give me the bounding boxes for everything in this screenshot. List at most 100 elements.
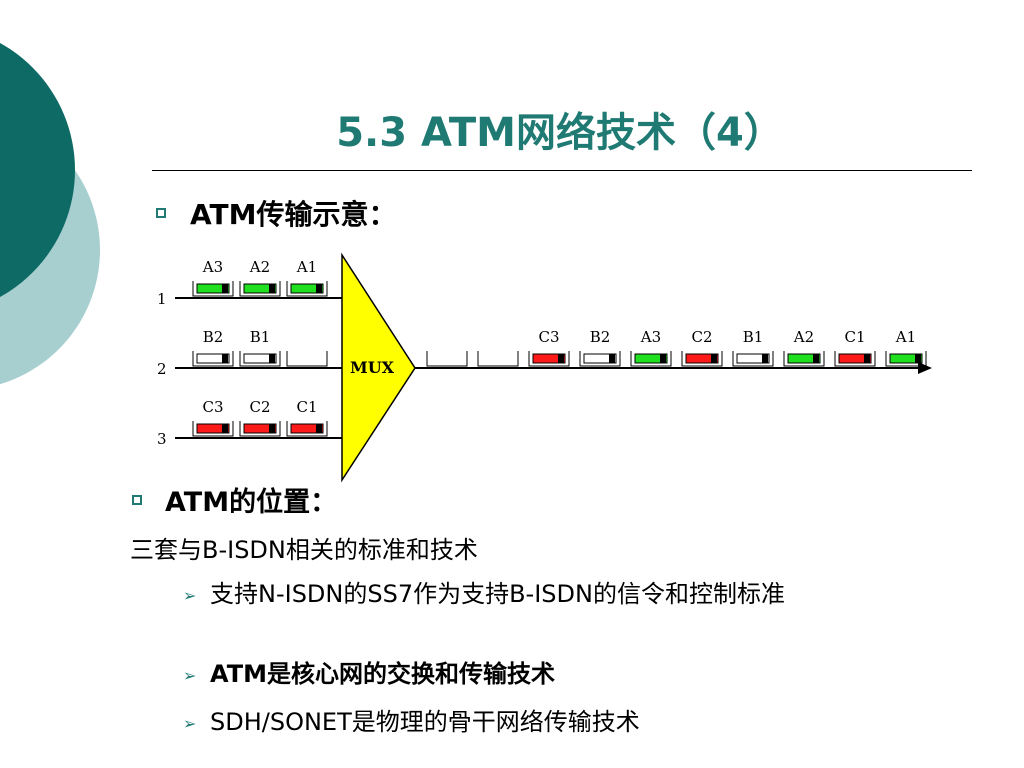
atm-cell (426, 351, 468, 367)
arrowhead-bullet-icon: ➢ (183, 666, 197, 685)
arrowhead-bullet-icon: ➢ (183, 714, 197, 733)
atm-cell: C3 (192, 398, 234, 437)
cell-frame (286, 421, 328, 437)
square-bullet-icon (156, 208, 166, 218)
cell-payload (787, 353, 821, 364)
atm-cell: A3 (630, 328, 672, 367)
cell-header (711, 354, 717, 363)
cell-header (316, 284, 322, 293)
cell-header (269, 284, 275, 293)
cell-payload (196, 353, 230, 364)
cell-frame (192, 281, 234, 297)
cell-header (864, 354, 870, 363)
cell-frame (192, 421, 234, 437)
list-item-atm: ATM是核心网的交换和传输技术 (210, 660, 555, 688)
atm-cell: C1 (834, 328, 876, 367)
input-line-number: 1 (157, 290, 167, 308)
cell-label: B2 (203, 328, 224, 346)
cell-payload (532, 353, 566, 364)
atm-cell: B1 (239, 328, 281, 367)
cell-frame (239, 351, 281, 367)
cell-frame (192, 351, 234, 367)
cell-frame (732, 351, 774, 367)
slide-title: 5.3 ATM网络技术（4） (336, 110, 784, 156)
cell-label: C3 (538, 328, 559, 346)
list-item-ss7: 支持N-ISDN的SS7作为支持B-ISDN的信令和控制标准 (210, 580, 785, 608)
decorative-circles (0, 43, 100, 385)
square-bullet-icon (132, 495, 142, 505)
cell-header (269, 354, 275, 363)
cell-frame (783, 351, 825, 367)
atm-cell: A2 (239, 258, 281, 297)
cell-label: B2 (590, 328, 611, 346)
cell-frame (286, 351, 328, 367)
cell-frame (681, 351, 723, 367)
cell-label: A3 (640, 328, 661, 346)
atm-cell: B1 (732, 328, 774, 367)
atm-cell: A1 (885, 328, 927, 367)
cell-payload (243, 353, 277, 364)
atm-cell: A2 (783, 328, 825, 367)
cell-frame (477, 351, 519, 367)
arrowhead-bullet-icon: ➢ (183, 586, 197, 605)
atm-cell: C2 (239, 398, 281, 437)
cell-label: B1 (250, 328, 271, 346)
cell-header (915, 354, 921, 363)
cell-header (762, 354, 768, 363)
cell-label: A1 (296, 258, 317, 276)
cell-header (316, 424, 322, 433)
cell-label: A3 (202, 258, 223, 276)
atm-cell (477, 351, 519, 367)
cell-header (222, 424, 228, 433)
cell-label: A1 (895, 328, 916, 346)
cell-payload (838, 353, 872, 364)
atm-cell: B2 (579, 328, 621, 367)
cell-payload (243, 423, 277, 434)
cell-payload (290, 423, 324, 434)
cell-payload (634, 353, 668, 364)
cell-label: B1 (743, 328, 764, 346)
section-heading-position: ATM的位置： (165, 487, 338, 518)
list-item-sdh: SDH/SONET是物理的骨干网络传输技术 (210, 708, 640, 736)
cell-payload (685, 353, 719, 364)
cell-header (660, 354, 666, 363)
cell-payload (889, 353, 923, 364)
cell-header (222, 284, 228, 293)
atm-cell: A1 (286, 258, 328, 297)
mux-triangle (341, 252, 416, 483)
cell-payload (583, 353, 617, 364)
cell-header (269, 424, 275, 433)
atm-cell: C2 (681, 328, 723, 367)
cell-label: C3 (202, 398, 223, 416)
cell-label: A2 (249, 258, 270, 276)
atm-cell: C1 (286, 398, 328, 437)
cell-frame (834, 351, 876, 367)
cell-payload (290, 283, 324, 294)
cell-payload (196, 283, 230, 294)
cell-header (558, 354, 564, 363)
cell-frame (286, 281, 328, 297)
dark-circle (0, 43, 75, 297)
title-divider (152, 170, 972, 171)
cell-label: C2 (691, 328, 712, 346)
cell-payload (736, 353, 770, 364)
cell-payload (243, 283, 277, 294)
cell-frame (885, 351, 927, 367)
cell-frame (426, 351, 468, 367)
atm-cell: A3 (192, 258, 234, 297)
output-arrowhead-icon (918, 362, 932, 374)
cell-header (813, 354, 819, 363)
input-line-number: 2 (157, 360, 167, 378)
cell-header (609, 354, 615, 363)
cell-payload (196, 423, 230, 434)
cell-frame (579, 351, 621, 367)
cell-label: A2 (793, 328, 814, 346)
cell-label: C2 (249, 398, 270, 416)
atm-cell (286, 351, 328, 367)
cell-label: C1 (296, 398, 317, 416)
cell-header (222, 354, 228, 363)
cell-frame (630, 351, 672, 367)
input-lines: 123 (157, 290, 343, 448)
